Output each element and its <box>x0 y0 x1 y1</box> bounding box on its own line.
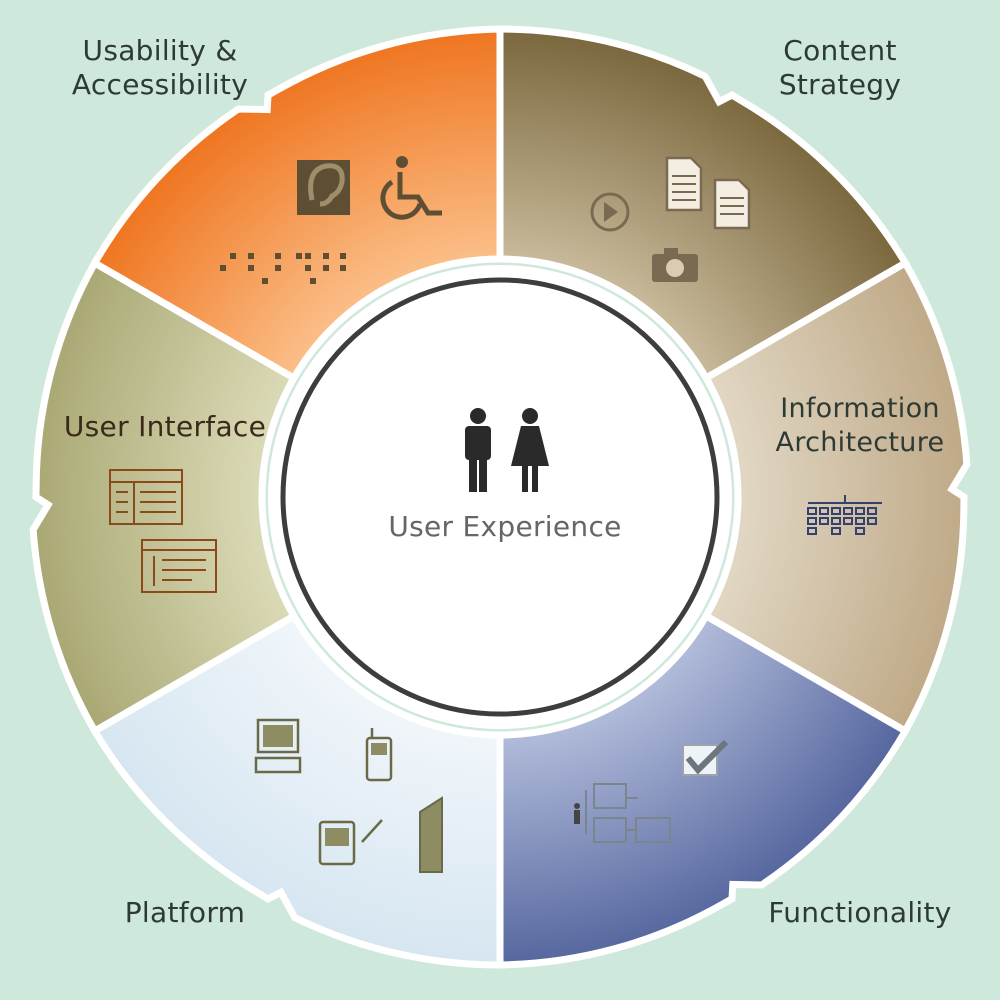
camera-icon <box>652 248 698 282</box>
sitemap-icon <box>807 495 882 535</box>
center-label: User Experience <box>388 510 622 543</box>
label-platform: Platform <box>90 896 280 930</box>
label-line: Architecture <box>775 427 945 458</box>
braille-dot <box>340 253 346 259</box>
monitor-icon <box>254 718 302 774</box>
flowchart-icon <box>574 783 671 843</box>
kiosk-icon <box>419 796 443 873</box>
center-circle <box>268 265 732 729</box>
hearing-loop-icon <box>297 160 350 215</box>
segment-platform <box>29 258 299 736</box>
center-ring <box>280 277 720 717</box>
form-layout-icon <box>109 469 183 525</box>
braille-dot <box>305 265 311 271</box>
braille-dot <box>323 265 329 271</box>
braille-dot <box>248 253 254 259</box>
man-woman-icon <box>465 408 549 492</box>
label-line: Usability & <box>82 34 238 67</box>
checkbox-icon <box>682 739 729 776</box>
braille-dot <box>262 278 268 284</box>
label-line: Functionality <box>768 896 952 929</box>
braille-dot <box>275 265 281 271</box>
label-user-interface: User Interface <box>50 410 280 444</box>
braille-dot <box>296 253 302 259</box>
phone-icon <box>365 728 393 782</box>
braille-dot <box>230 253 236 259</box>
pda-icon <box>318 819 383 866</box>
label-line: Content <box>783 34 897 67</box>
document-icon <box>665 156 751 230</box>
segment-ia <box>496 611 911 969</box>
form-layout-icon <box>141 539 217 593</box>
braille-dot <box>340 265 346 271</box>
label-content-strategy: Content Strategy <box>740 34 940 102</box>
label-usability: Usability & Accessibility <box>50 34 270 102</box>
braille-dot <box>305 253 311 259</box>
braille-icon <box>220 253 346 284</box>
sitemap-boxes <box>807 495 882 535</box>
label-functionality: Functionality <box>755 896 965 930</box>
label-line: Information <box>780 393 940 424</box>
label-line: Strategy <box>778 68 902 101</box>
braille-dot <box>248 265 254 271</box>
wheelchair-icon <box>380 156 442 220</box>
segment-content <box>701 258 971 736</box>
segment-functionality <box>89 611 504 969</box>
label-information-architecture: Information Architecture <box>755 392 965 460</box>
segment-usability <box>496 25 911 383</box>
braille-dot <box>310 278 316 284</box>
play-icon <box>590 192 630 232</box>
label-line: Accessibility <box>71 68 249 101</box>
label-line: User Interface <box>63 410 267 443</box>
label-line: Platform <box>124 896 246 929</box>
braille-dot <box>275 253 281 259</box>
braille-dot <box>220 265 226 271</box>
braille-dot <box>323 253 329 259</box>
